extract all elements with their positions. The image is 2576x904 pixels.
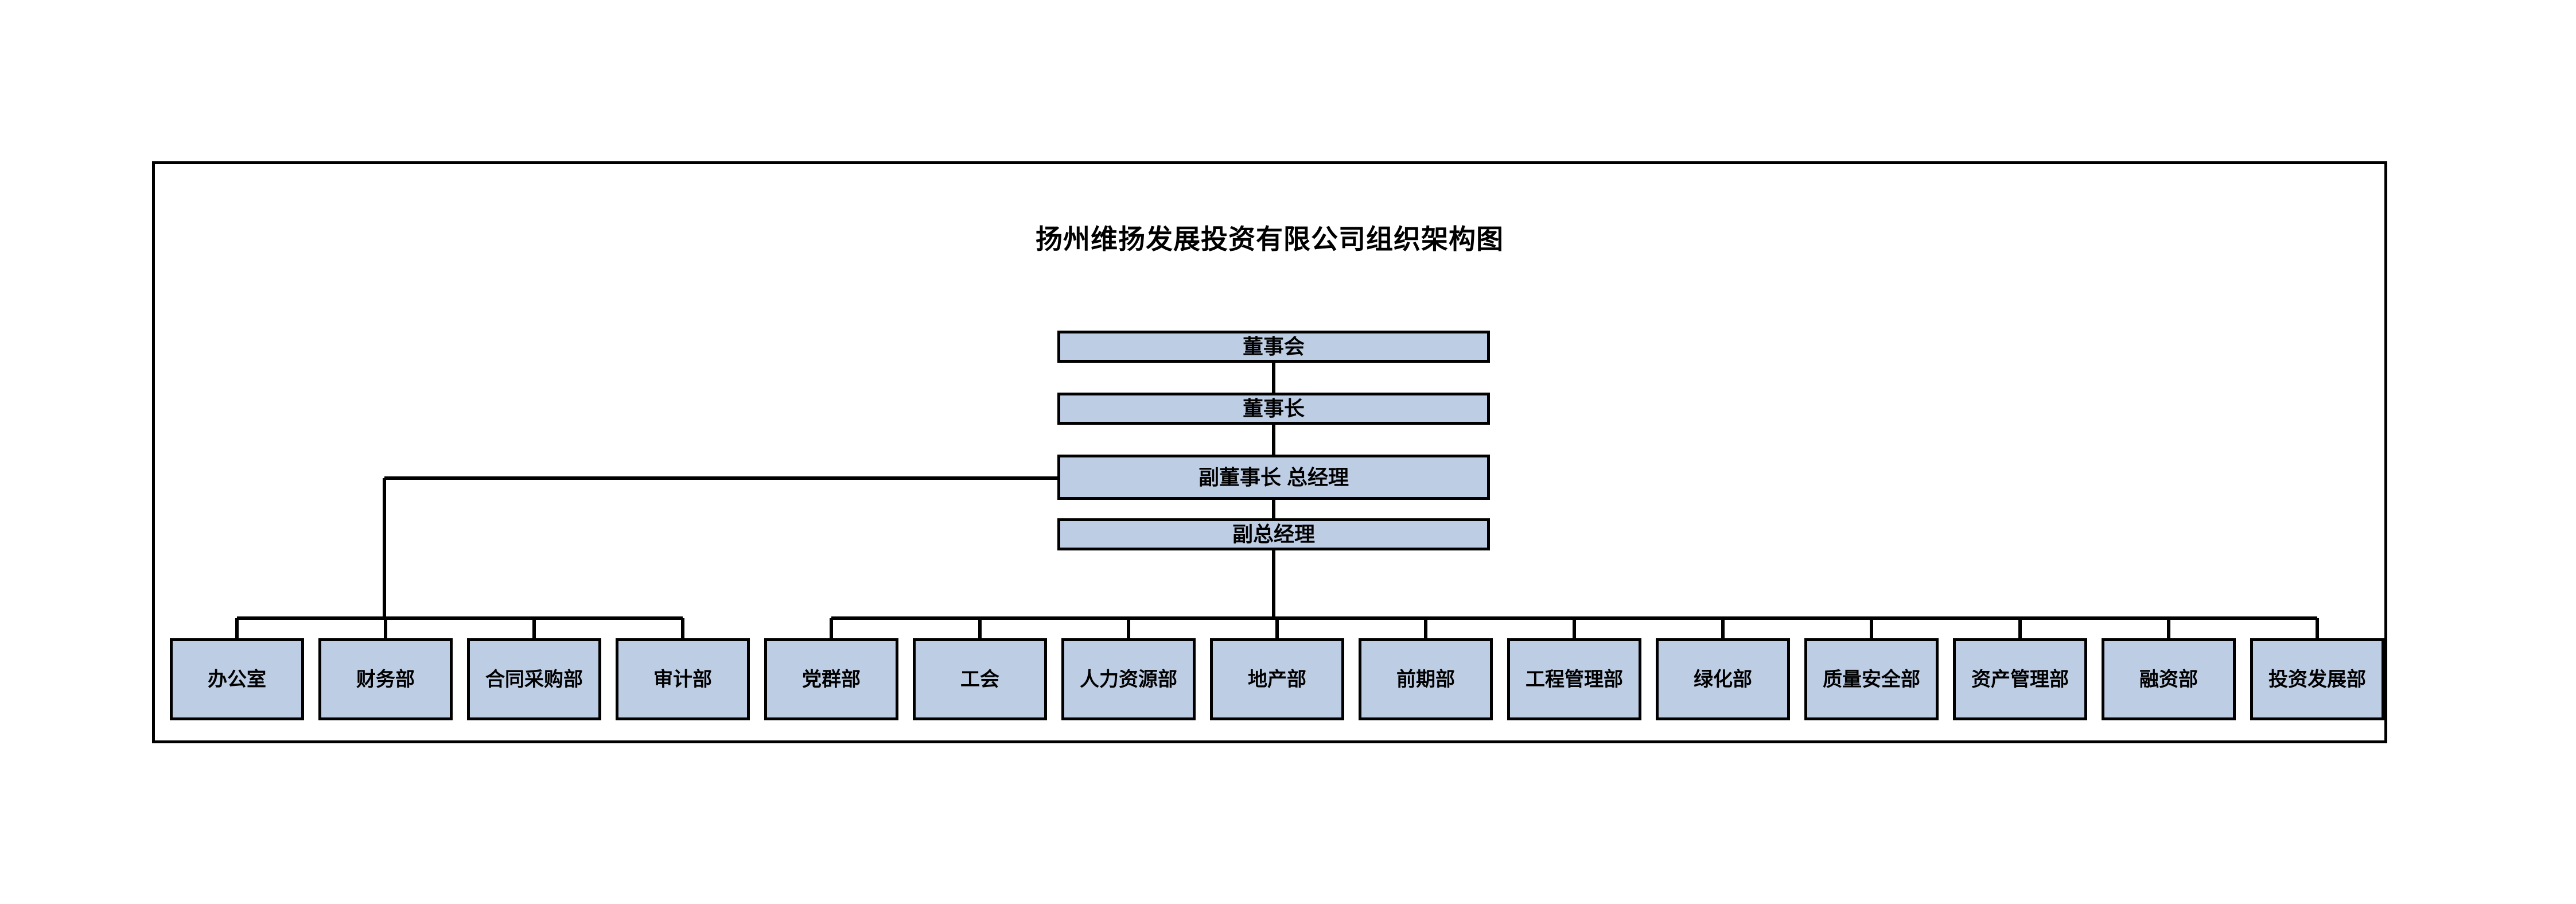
org-node-executive[interactable]: 董事会	[1057, 331, 1490, 363]
org-node-executive[interactable]: 副总经理	[1057, 518, 1490, 550]
org-node-department[interactable]: 质量安全部	[1804, 638, 1939, 720]
org-node-department[interactable]: 投资发展部	[2250, 638, 2384, 720]
org-node-department[interactable]: 办公室	[170, 638, 304, 720]
org-node-department[interactable]: 工程管理部	[1507, 638, 1641, 720]
org-node-department[interactable]: 财务部	[318, 638, 453, 720]
org-node-department[interactable]: 审计部	[616, 638, 750, 720]
org-chart-connectors	[235, 363, 2319, 638]
org-node-department[interactable]: 资产管理部	[1953, 638, 2087, 720]
org-node-department[interactable]: 人力资源部	[1061, 638, 1196, 720]
org-chart-frame: 扬州维扬发展投资有限公司组织架构图 董事会董事长副董事长 总经理副总经理办公室财…	[152, 161, 2387, 743]
org-node-department[interactable]: 地产部	[1210, 638, 1344, 720]
org-node-department[interactable]: 前期部	[1359, 638, 1493, 720]
org-node-department[interactable]: 绿化部	[1656, 638, 1790, 720]
org-node-department[interactable]: 合同采购部	[467, 638, 601, 720]
org-node-department[interactable]: 融资部	[2102, 638, 2236, 720]
org-node-executive[interactable]: 副董事长 总经理	[1057, 455, 1490, 500]
org-node-department[interactable]: 工会	[913, 638, 1047, 720]
org-node-department[interactable]: 党群部	[764, 638, 898, 720]
org-node-executive[interactable]: 董事长	[1057, 393, 1490, 425]
page-title: 扬州维扬发展投资有限公司组织架构图	[1036, 224, 1504, 254]
